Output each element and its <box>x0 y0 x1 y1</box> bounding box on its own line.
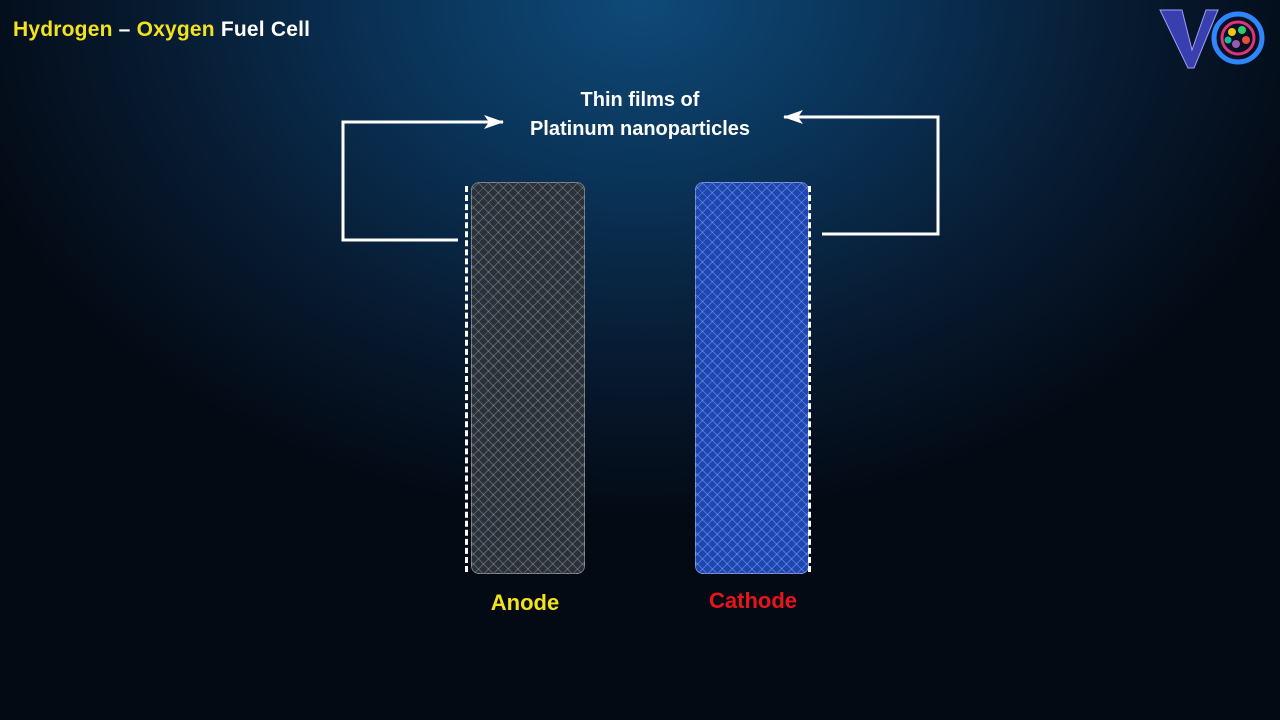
platinum-films-callout: Thin films of Platinum nanoparticles <box>500 86 780 144</box>
page-title: Hydrogen – Oxygen Fuel Cell <box>13 18 310 42</box>
cathode-platinum-film <box>808 186 811 572</box>
vc-publisher-logo-icon <box>1159 9 1265 69</box>
anode-platinum-film <box>465 186 468 572</box>
title-oxygen: Oxygen <box>136 18 215 41</box>
title-separator: – <box>112 18 137 41</box>
title-hydrogen: Hydrogen <box>13 18 113 41</box>
right-callout-arrow <box>783 110 940 236</box>
left-callout-arrow <box>341 115 504 242</box>
cathode-label: Cathode <box>709 588 797 613</box>
anode-electrode <box>471 182 585 574</box>
cathode-electrode <box>695 182 809 574</box>
title-fuel-cell: Fuel Cell <box>214 18 311 41</box>
callout-line-2: Platinum nanoparticles <box>529 118 751 140</box>
anode-label: Anode <box>490 590 560 615</box>
callout-line-1: Thin films of <box>580 89 700 111</box>
